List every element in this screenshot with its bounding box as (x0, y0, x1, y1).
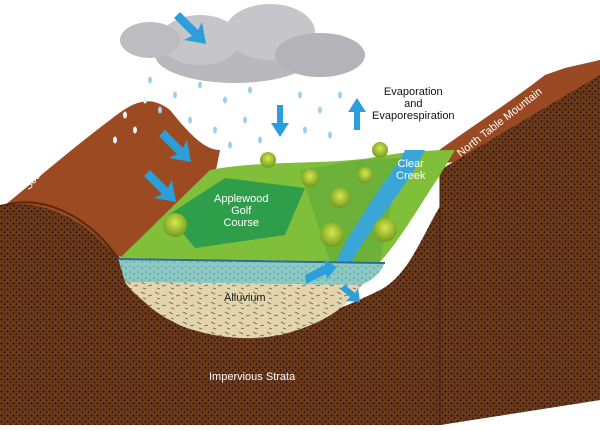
rain-drops (113, 76, 342, 149)
golf-course-label: Applewood Golf Course (214, 193, 268, 229)
evaporation-label-line-2: and (404, 98, 423, 110)
evaporation-label-line-3: Evaporespiration (372, 110, 455, 122)
impervious-strata-label: Impervious Strata (209, 371, 296, 383)
cloud-icon (120, 4, 365, 83)
evaporation-label: Evaporation and Evaporespiration (372, 86, 455, 122)
north-table-mountain-top (420, 60, 600, 165)
evaporation-arrow-icon (348, 98, 366, 130)
clear-creek-label-line-2: Creek (396, 170, 426, 182)
infiltration-arrow-icon (144, 12, 360, 302)
golf-course-label-line-2: Golf (231, 205, 252, 217)
golf-course-label-line-3: Course (223, 217, 259, 229)
tree-icon (163, 142, 397, 247)
water-table (118, 258, 385, 285)
clear-creek-label: Clear Creek (396, 158, 425, 182)
clear-creek (336, 150, 425, 262)
right-block-face (440, 75, 600, 425)
evaporation-label-line-1: Evaporation (383, 86, 443, 98)
golf-course-area (168, 178, 305, 248)
clear-creek-label-line-1: Clear (397, 158, 424, 170)
alluvium-layer (125, 282, 362, 339)
golf-course-label-line-1: Applewood (214, 193, 269, 205)
alluvium-label: Alluvium (224, 292, 266, 304)
south-table-mountain-edge (4, 201, 119, 259)
